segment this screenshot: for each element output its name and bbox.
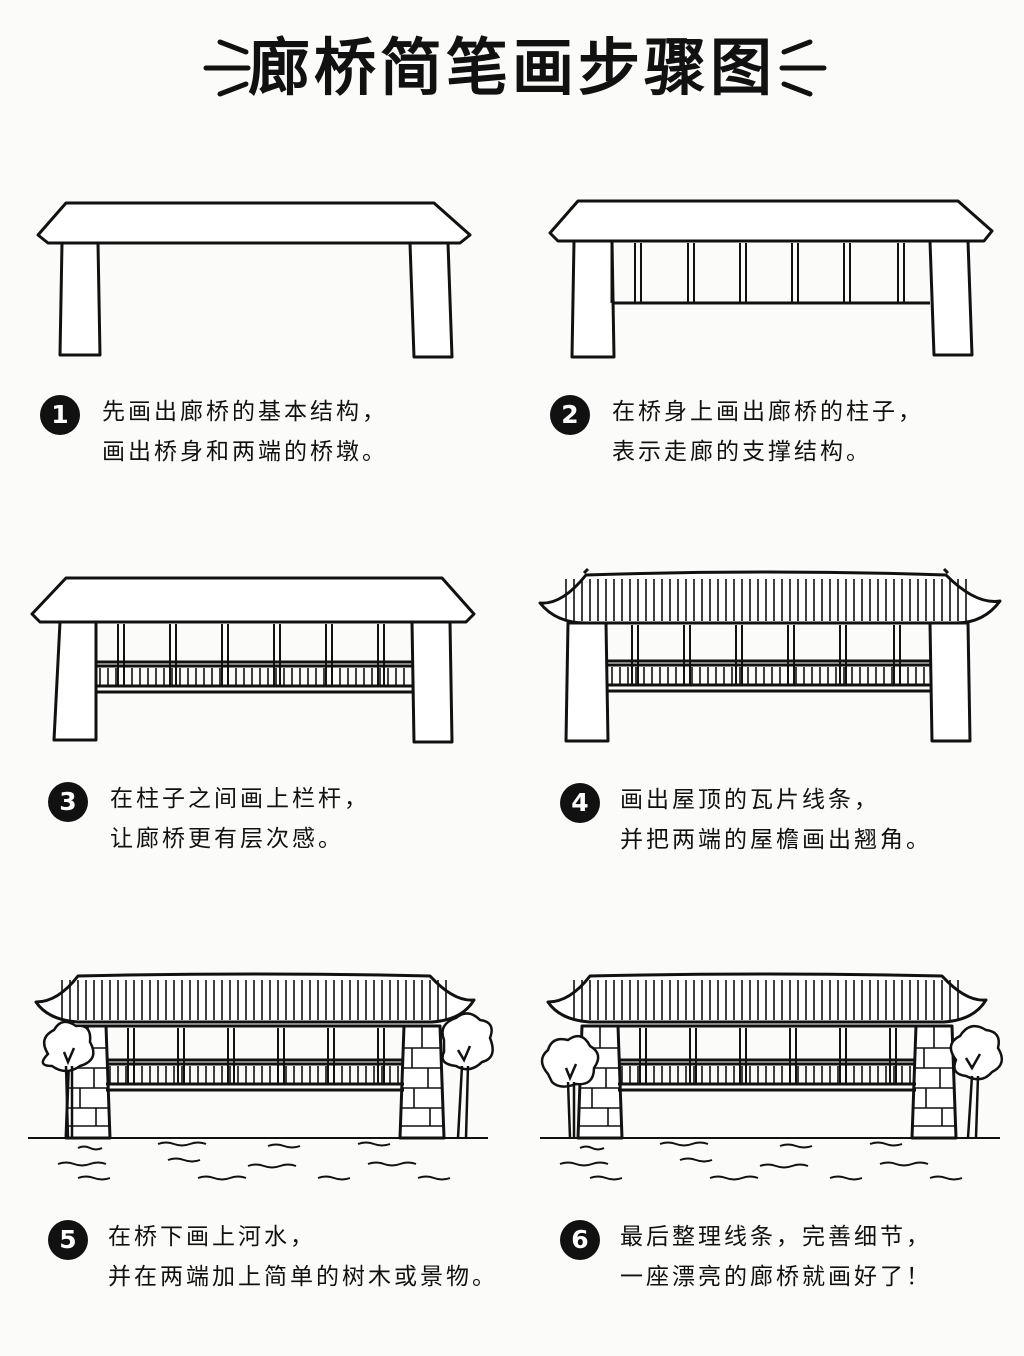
step-4-text-line-1: 画出屋顶的瓦片线条，: [620, 787, 880, 813]
tree-left: [540, 1034, 600, 1139]
railing-balusters: [99, 668, 405, 686]
river-water: [540, 1137, 1000, 1181]
step-number-badge: 3: [48, 782, 88, 822]
tree-right: [949, 1024, 1004, 1139]
step-1-text-line-2: 画出桥身和两端的桥墩。: [102, 439, 388, 465]
bridge-drawing-step-4: [538, 567, 1002, 743]
bridge-drawing-step-2: [548, 199, 994, 359]
stone-blocks: [579, 1026, 955, 1127]
step-number-badge: 1: [40, 395, 80, 435]
step-2: 2 在桥身上画出廊桥的柱子， 表示走廊的支撑结构。: [540, 195, 1020, 495]
step-6-text-line-2: 一座漂亮的廊桥就画好了！: [620, 1264, 932, 1290]
step-4: 4 画出屋顶的瓦片线条， 并把两端的屋檐画出翘角。: [536, 565, 1016, 865]
step-3-text-line-2: 让廊桥更有层次感。: [110, 826, 344, 852]
left-title-decoration: [203, 39, 251, 97]
step-3-text-line-1: 在柱子之间画上栏杆，: [110, 786, 370, 812]
step-5-text-line-1: 在桥下画上河水，: [108, 1224, 316, 1250]
bridge-drawing-step-3: [30, 576, 476, 744]
step-5-text-line-2: 并在两端加上简单的树木或景物。: [108, 1264, 498, 1290]
page-title: 廊桥简笔画步骤图: [247, 31, 776, 104]
right-title-decoration: [779, 39, 827, 97]
railing-balusters: [621, 1066, 911, 1084]
roof-tiles: [565, 579, 967, 621]
railing-balusters: [109, 1066, 399, 1084]
step-number-badge: 5: [48, 1220, 88, 1260]
step-6: 6 最后整理线条，完善细节， 一座漂亮的廊桥就画好了！: [530, 968, 1010, 1308]
step-2-text-line-2: 表示走廊的支撑结构。: [612, 439, 872, 465]
step-3: 3 在柱子之间画上栏杆， 让廊桥更有层次感。: [26, 572, 506, 872]
step-6-text-line-1: 最后整理线条，完善细节，: [620, 1224, 932, 1250]
tree-left: [41, 1020, 95, 1139]
bridge-drawing-step-1: [36, 201, 472, 359]
step-1-text-line-1: 先画出廊桥的基本结构，: [102, 399, 388, 425]
roof-tiles: [61, 980, 447, 1020]
bridge-drawing-step-5: [28, 972, 494, 1181]
step-2-text-line-1: 在桥身上画出廊桥的柱子，: [612, 399, 924, 425]
step-number-badge: 2: [550, 395, 590, 435]
step-1: 1 先画出廊桥的基本结构， 画出桥身和两端的桥墩。: [30, 195, 510, 495]
step-4-text-line-2: 并把两端的屋檐画出翘角。: [620, 827, 932, 853]
river-water: [28, 1137, 488, 1181]
step-number-badge: 4: [560, 783, 600, 823]
tree-right: [441, 1012, 494, 1139]
railing-balusters: [611, 667, 925, 685]
roof-tiles: [573, 980, 959, 1020]
title-bar: 廊桥简笔画步骤图: [0, 28, 1024, 108]
bridge-drawing-step-6: [540, 972, 1004, 1181]
stone-blocks: [67, 1026, 443, 1127]
step-5: 5 在桥下画上河水， 并在两端加上简单的树木或景物。: [18, 968, 498, 1308]
step-number-badge: 6: [560, 1220, 600, 1260]
